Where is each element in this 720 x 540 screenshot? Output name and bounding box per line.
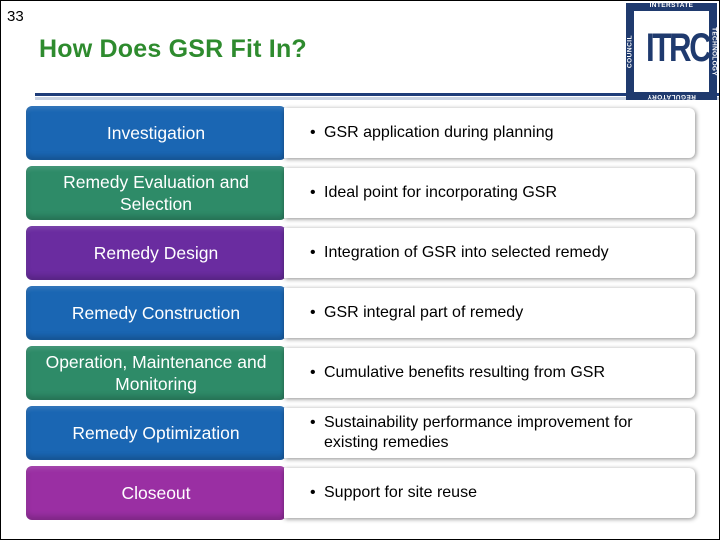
stage-row-construction: Remedy Construction • GSR integral part … [26,286,699,340]
logo-mark: ITRC [646,26,712,70]
logo-text-left: COUNCIL [626,34,634,69]
bullet-icon: • [310,364,316,381]
note-box: • Ideal point for incorporating GSR [284,168,695,218]
stage-row-closeout: Closeout • Support for site reuse [26,466,699,520]
note-text: Sustainability performance improvement f… [324,414,633,451]
bullet-icon: • [310,414,316,431]
note-box: • GSR integral part of remedy [284,288,695,338]
note-text: Integration of GSR into selected remedy [324,244,609,261]
bullet-icon: • [310,124,316,141]
stage-box: Investigation [26,106,286,160]
note-box: • Support for site reuse [284,468,695,518]
itrc-logo: INTERSTATE ITRC COUNCIL TECHNOLOGY REGUL… [626,2,718,100]
bullet-icon: • [310,484,316,501]
slide-title: How Does GSR Fit In? [39,35,307,63]
logo-text-right: TECHNOLOGY [710,27,718,76]
note-box: • Integration of GSR into selected remed… [284,228,695,278]
stage-box: Remedy Construction [26,286,286,340]
logo-inner-panel: ITRC [634,11,712,92]
bullet-icon: • [310,184,316,201]
stage-row-optimization: Remedy Optimization • Sustainability per… [26,406,699,460]
stage-row-operation: Operation, Maintenance and Monitoring • … [26,346,699,400]
bullet-icon: • [310,244,316,261]
note-box: • GSR application during planning [284,108,695,158]
logo-text-bottom: REGULATORY [647,93,696,100]
note-box: • Cumulative benefits resulting from GSR [284,348,695,398]
stage-row-investigation: Investigation • GSR application during p… [26,106,699,160]
note-box: • Sustainability performance improvement… [284,408,695,458]
stage-box: Remedy Design [26,226,286,280]
stage-box: Remedy Evaluation and Selection [26,166,286,220]
note-text: GSR integral part of remedy [324,304,524,321]
note-text: GSR application during planning [324,124,554,141]
stage-row-design: Remedy Design • Integration of GSR into … [26,226,699,280]
slide-number: 33 [7,8,24,25]
bullet-icon: • [310,304,316,321]
note-text: Cumulative benefits resulting from GSR [324,364,605,381]
stage-box: Closeout [26,466,286,520]
stage-row-evaluation: Remedy Evaluation and Selection • Ideal … [26,166,699,220]
title-divider [35,93,719,96]
logo-text-top: INTERSTATE [649,2,694,9]
stage-box: Operation, Maintenance and Monitoring [26,346,286,400]
note-text: Ideal point for incorporating GSR [324,184,558,201]
stage-box: Remedy Optimization [26,406,286,460]
note-text: Support for site reuse [324,484,477,501]
title-divider-shadow [35,97,719,100]
